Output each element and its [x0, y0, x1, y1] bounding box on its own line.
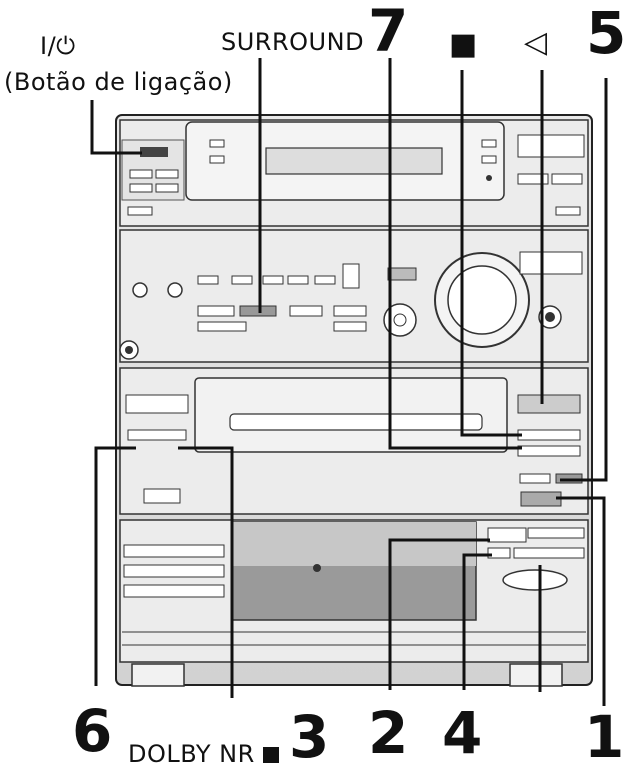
power-caption-label: (Botão de ligação): [4, 68, 233, 96]
surround-button: [239, 305, 277, 317]
callout-number-2: 2: [368, 699, 409, 767]
rewind-symbol-label: ◁: [524, 25, 548, 60]
callout-number-7: 7: [368, 0, 409, 65]
display-window: [265, 147, 443, 175]
callout-number-5: 5: [586, 0, 627, 67]
right-foot: [509, 663, 563, 687]
callout-number-3: 3: [289, 703, 330, 771]
dolby-nr-label: DOLBY NR: [128, 740, 279, 768]
callout-number-4: 4: [442, 699, 483, 767]
dolby-nr-text: DOLBY NR: [128, 740, 255, 768]
stop-square-icon: [262, 747, 279, 763]
callout-number-1: 1: [584, 703, 625, 771]
callout-number-6: 6: [72, 697, 113, 765]
leader-lines: [90, 58, 608, 706]
left-foot: [131, 663, 185, 687]
power-symbol-label: I/⏻: [40, 32, 76, 60]
surround-label: SURROUND: [221, 28, 365, 56]
power-button: [140, 147, 168, 157]
stop-symbol-label: ■: [449, 27, 478, 62]
